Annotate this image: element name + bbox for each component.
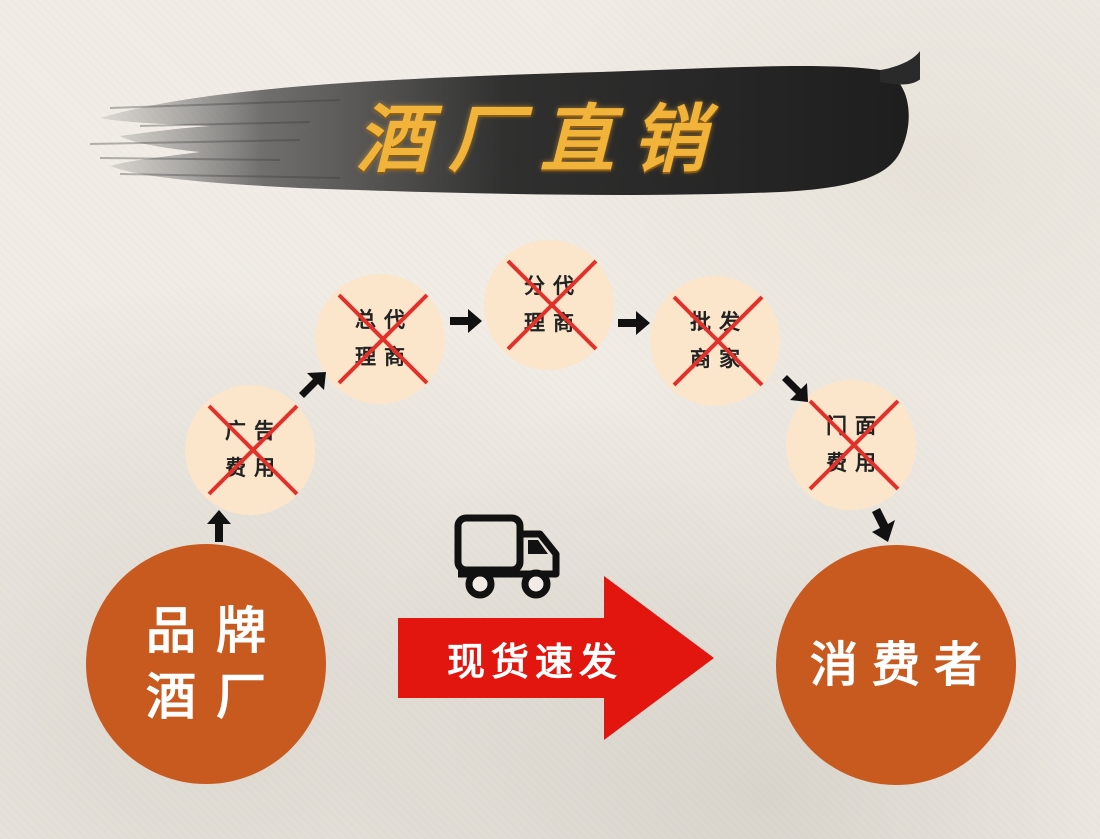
target-circle-consumer: 消费者 xyxy=(776,545,1016,785)
arrow-icon xyxy=(450,309,482,333)
shipping-arrow xyxy=(398,576,714,740)
arrow-icon xyxy=(299,372,326,398)
cross-icon xyxy=(506,259,598,351)
shipping-label: 现货速发 xyxy=(446,639,623,684)
cost-node-storefront: 门面 费用 xyxy=(786,380,916,510)
arrow-icon xyxy=(207,510,231,542)
arrow-icon xyxy=(872,508,895,542)
cost-node-general-agent: 总代 理商 xyxy=(315,274,445,404)
target-label: 消费者 xyxy=(809,637,996,693)
cross-icon xyxy=(207,404,299,496)
arrow-icon xyxy=(782,375,808,402)
source-circle-brand-distillery: 品牌 酒厂 xyxy=(86,544,326,784)
source-label-line2: 酒厂 xyxy=(146,668,286,726)
cross-icon xyxy=(808,399,900,491)
ink-brush-banner xyxy=(89,51,920,195)
page-title: 酒厂直销 xyxy=(356,96,724,183)
cost-node-wholesaler: 批发 商家 xyxy=(650,276,780,406)
cross-icon xyxy=(337,293,429,385)
arrow-icon xyxy=(618,311,650,335)
source-label-line1: 品牌 xyxy=(146,602,286,660)
cost-node-sub-agent: 分代 理商 xyxy=(484,240,614,370)
truck-icon xyxy=(454,514,560,599)
cross-icon xyxy=(672,295,764,387)
cost-node-advertising: 广告 费用 xyxy=(185,385,315,515)
